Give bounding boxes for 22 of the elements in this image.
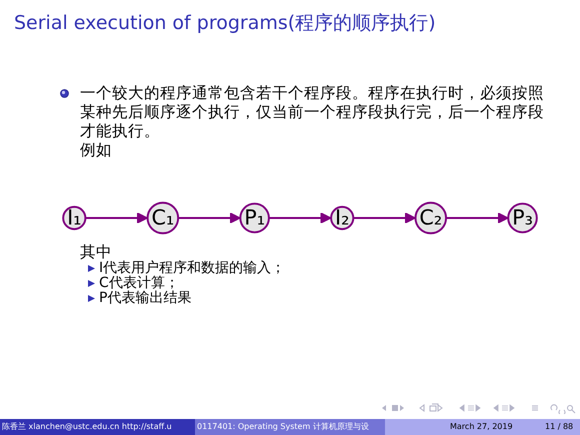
list-item-text: C代表计算； bbox=[99, 276, 179, 291]
node-circle: P₁ bbox=[239, 202, 270, 234]
arrow bbox=[446, 212, 509, 224]
node-circle: P₃ bbox=[507, 202, 538, 234]
node-circle: C₁ bbox=[146, 202, 180, 234]
arrow bbox=[178, 212, 241, 224]
arrow bbox=[268, 212, 332, 224]
list-item-text: P代表输出结果 bbox=[99, 291, 192, 306]
body-text: 其中 bbox=[80, 243, 112, 261]
arrow bbox=[85, 212, 148, 224]
node-circle: C₂ bbox=[414, 202, 448, 234]
list-item-text: I代表用户程序和数据的输入； bbox=[99, 261, 286, 276]
footer-date-text: March 27, 2019 bbox=[450, 421, 513, 433]
footer-author-text: 陈香兰 xlanchen@ustc.edu.cn http://staff.u bbox=[2, 421, 172, 433]
node-circle: I₁ bbox=[62, 206, 86, 230]
node-circle: I₂ bbox=[330, 206, 354, 230]
paragraph-text: 一个较大的程序通常包含若干个程序段。程序在执行时，必须按照某种先后顺序逐个执行，仅当前一个程序段执行完，后一个程序段才能执行。 bbox=[80, 84, 545, 141]
arrow bbox=[353, 212, 416, 224]
footer-course-text: 0117401: Operating System 计算机原理与设 bbox=[197, 421, 369, 433]
page-number-text: 11 / 88 bbox=[545, 421, 574, 433]
body-text: 例如 bbox=[80, 141, 112, 160]
slide-title: Serial execution of programs(程序的顺序执行) bbox=[14, 11, 436, 36]
